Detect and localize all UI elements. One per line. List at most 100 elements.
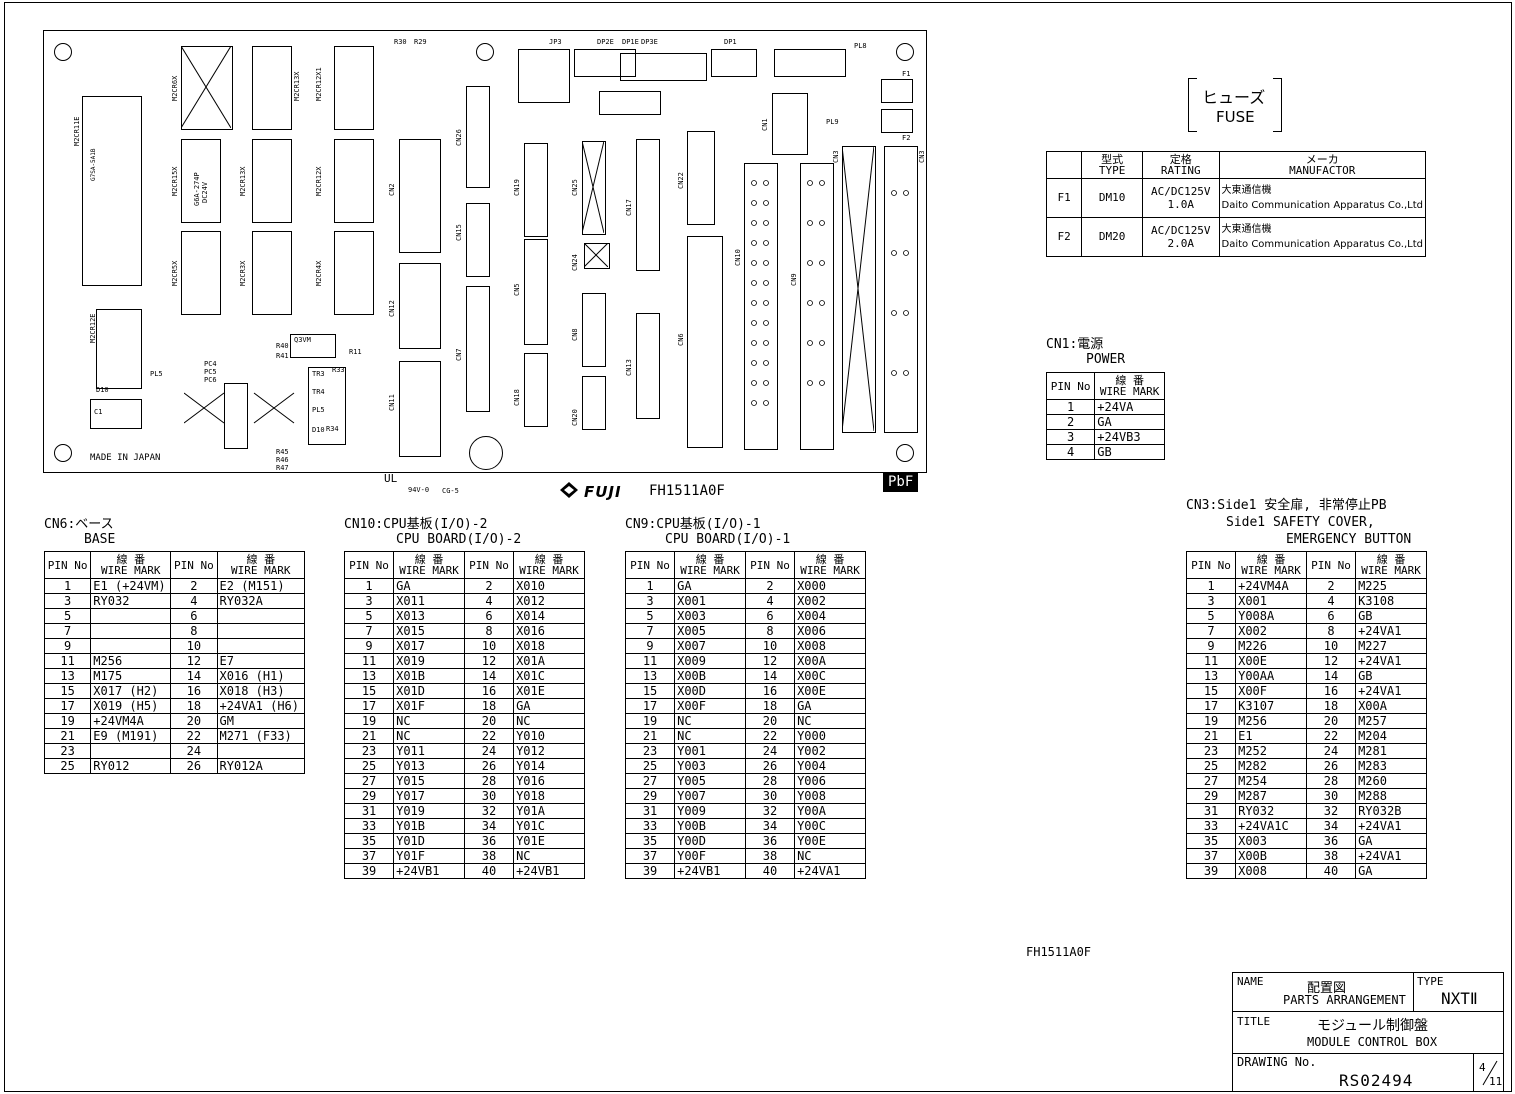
rating-voltage: AC/DC125V <box>1150 185 1211 198</box>
cn6-caption-en: BASE <box>84 532 116 547</box>
mounting-hole <box>896 43 914 61</box>
cn6-caption: CN6:ベース <box>44 517 114 532</box>
wire-header-jp: 線 番 <box>815 553 845 566</box>
wire-mark: Y01A <box>513 803 585 819</box>
pin-number: 33 <box>343 818 395 834</box>
connector-label: CN12 <box>388 300 396 317</box>
connector-cross <box>584 243 608 267</box>
wire-mark: X009 <box>674 653 746 669</box>
pin-number: 34 <box>1305 818 1357 834</box>
wire-mark: M260 <box>1355 773 1427 789</box>
pin-number: 4 <box>463 593 515 609</box>
dip-switch-dp2e <box>574 49 636 77</box>
fuse-label: F1 <box>902 70 911 78</box>
connector-label: CN20 <box>571 409 579 426</box>
ic-label: Q3VM <box>294 336 311 344</box>
drawing-reference: FH1511A0F <box>1026 945 1092 959</box>
header-jp: メーカ <box>1305 153 1339 166</box>
wire-mark: RY032 <box>90 593 172 609</box>
rating-voltage: AC/DC125V <box>1150 224 1211 237</box>
wire-header-jp: 線 番 <box>1256 553 1286 566</box>
pin-number: 7 <box>43 623 92 639</box>
pin-number: 23 <box>43 743 92 759</box>
wire-mark: X001 <box>674 593 746 609</box>
pin-number: 33 <box>624 818 676 834</box>
resistor-label: R40 <box>276 342 289 350</box>
wire-mark: NC <box>393 713 465 729</box>
wire-mark: X01C <box>513 668 585 684</box>
wire-mark: X00A <box>1355 698 1427 714</box>
pl-label: PL9 <box>826 118 839 126</box>
connector-pin-grid <box>751 180 909 406</box>
ic-q3vm <box>290 334 336 358</box>
wire-mark: RY012 <box>90 758 172 774</box>
wire-header-en: WIRE MARK <box>800 564 860 577</box>
wire-mark: RY012A <box>216 758 306 774</box>
wire-mark: X016 <box>513 623 585 639</box>
relay-m2cr3x <box>252 231 292 315</box>
header-jp: 型式 <box>1101 153 1124 166</box>
wire-mark: M204 <box>1355 728 1427 744</box>
cn10-caption-en: CPU BOARD(I/O)-2 <box>396 532 522 547</box>
pin-number: 35 <box>624 833 676 849</box>
relay-model: G6A-274P <box>193 172 201 206</box>
wire-mark: M288 <box>1355 788 1427 804</box>
wire-header-jp: 線 番 <box>1115 374 1144 387</box>
wire-mark: Y010 <box>513 728 585 744</box>
wire-mark: GB <box>1355 608 1427 624</box>
pin-number: 36 <box>463 833 515 849</box>
pin-header: PIN No <box>624 551 676 579</box>
pin-number: 32 <box>463 803 515 819</box>
pin-number: 30 <box>1305 788 1357 804</box>
wire-mark: M175 <box>90 668 172 684</box>
pin-number: 39 <box>1185 863 1237 879</box>
pl-label: PL8 <box>854 42 867 50</box>
wire-mark: X014 <box>513 608 585 624</box>
wire-mark: NC <box>794 848 866 864</box>
transistor-block <box>308 367 346 445</box>
pin-number: 32 <box>744 803 796 819</box>
wire-mark: Y014 <box>513 758 585 774</box>
pin-number: 31 <box>624 803 676 819</box>
pin-number: 6 <box>1305 608 1357 624</box>
relay-label: M2CR12X <box>315 166 323 196</box>
mounting-hole <box>476 43 494 61</box>
pin-number: 40 <box>744 863 796 879</box>
pin-number: 14 <box>744 668 796 684</box>
wire-mark: K3108 <box>1355 593 1427 609</box>
maker-jp: 大東通信機 <box>1221 185 1272 196</box>
wire-header-jp: 線 番 <box>534 553 564 566</box>
pl-label: PL5 <box>150 370 163 378</box>
wire-mark: Y016 <box>513 773 585 789</box>
maker-en: Daito Communication Apparatus Co.,Ltd <box>1221 200 1424 211</box>
cn1-caption-en: POWER <box>1086 352 1126 367</box>
mounting-hole <box>896 444 914 462</box>
tb-drawing-no: RS02494 <box>1339 1071 1414 1090</box>
wire-mark: +24VA1 <box>1355 848 1427 864</box>
cn3-caption-en2: EMERGENCY BUTTON <box>1286 532 1412 547</box>
connector-cn4 <box>842 146 876 433</box>
pin-number: 3 <box>43 593 92 609</box>
pin-number: 1 <box>624 578 676 594</box>
trace-crossing <box>184 392 295 424</box>
wire-header-en: WIRE MARK <box>1241 564 1301 577</box>
connector-cn20 <box>582 376 606 430</box>
pin-header: PIN No <box>343 551 395 579</box>
